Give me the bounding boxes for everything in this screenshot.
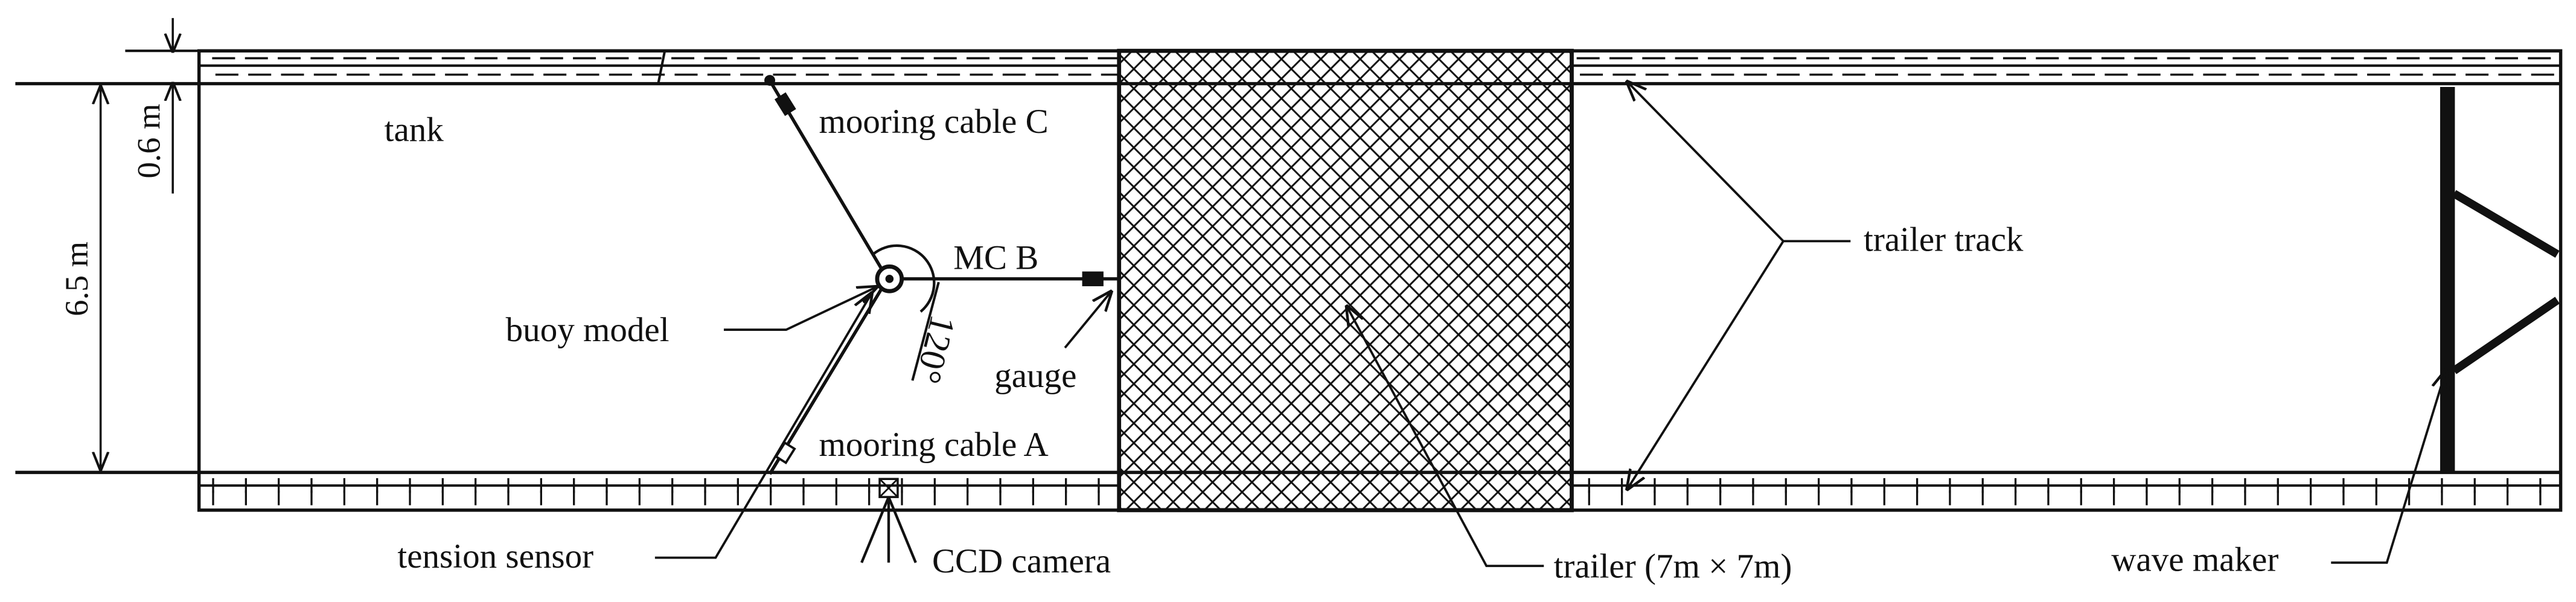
mooring-cable-c-label: mooring cable C xyxy=(819,103,1049,141)
ccd-camera-icon xyxy=(860,478,917,563)
mooring-cable-a-label: mooring cable A xyxy=(819,426,1049,464)
wave-maker xyxy=(2440,86,2560,473)
trailer-callout xyxy=(1347,307,1544,568)
tension-sensor-label: tension sensor xyxy=(397,537,593,575)
trailer-track-callout xyxy=(1628,82,1851,489)
mooring-cable-b-label: MC B xyxy=(953,239,1038,277)
gauge-callout xyxy=(1064,292,1111,349)
ccd-camera-label: CCD camera xyxy=(932,542,1111,580)
wave-maker-label: wave maker xyxy=(2111,540,2278,578)
trailer-label: trailer (7m × 7m) xyxy=(1554,547,1792,585)
trailer-track-label: trailer track xyxy=(1864,221,2024,259)
tank-label: tank xyxy=(385,111,444,149)
wave-maker-callout xyxy=(2331,371,2446,564)
bottom-rail xyxy=(199,478,2561,505)
top-rail xyxy=(199,50,2561,84)
buoy-callout xyxy=(723,287,877,331)
depth-dimension-label: 6.5 m xyxy=(59,242,95,316)
angle-label: 120° xyxy=(908,312,964,388)
tension-sensor-callout xyxy=(654,293,872,559)
rail-dimension-label: 0.6 m xyxy=(130,104,167,179)
mooring-system xyxy=(764,75,1117,475)
gauge-label: gauge xyxy=(994,357,1076,395)
buoy-model-label: buoy model xyxy=(506,311,670,349)
trailer xyxy=(1117,48,1574,513)
buoy-model xyxy=(875,264,904,293)
